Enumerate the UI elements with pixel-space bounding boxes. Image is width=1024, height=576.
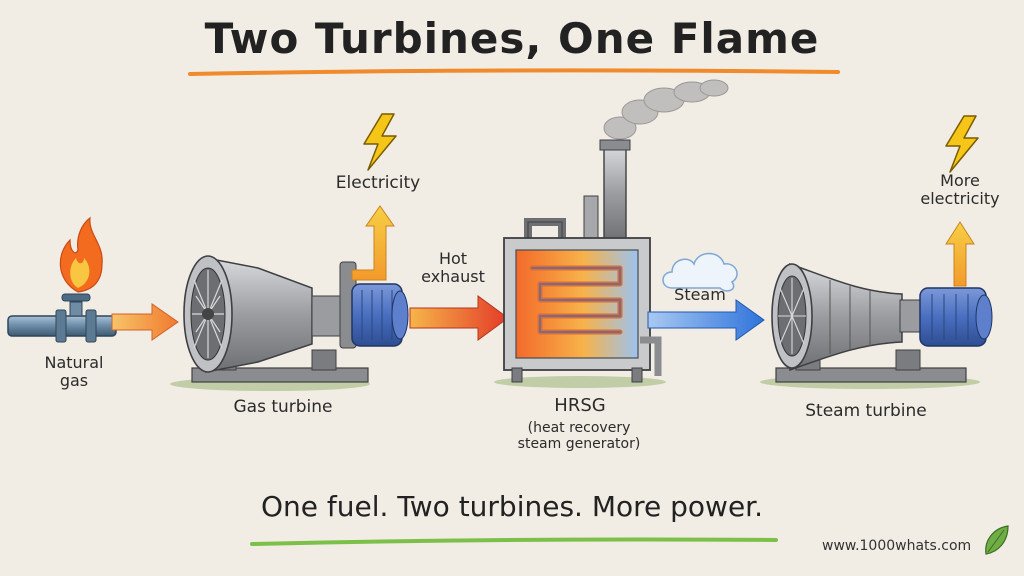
flame-icon: [59, 216, 103, 293]
power-arrow-1: [351, 205, 395, 281]
gas-turbine: [170, 255, 409, 391]
fuel-arrow: [111, 303, 179, 341]
tagline-underline: [250, 537, 778, 546]
hot-exhaust-label: Hot exhaust: [421, 249, 485, 287]
electricity-label: Electricity: [335, 173, 421, 193]
steam-turbine: [760, 262, 993, 389]
exhaust-arrow: [409, 295, 509, 341]
gas-turbine-label: Gas turbine: [233, 397, 333, 417]
lightning-icon: [363, 113, 397, 171]
leaf-icon: [985, 525, 1009, 555]
hrsg-unit: [494, 139, 666, 388]
gas-pipe: [7, 293, 117, 343]
smoke-icon: [603, 79, 729, 140]
tagline: One fuel. Two turbines. More power.: [260, 490, 764, 523]
cloud-icon: [662, 252, 738, 292]
steam-label: Steam: [674, 285, 726, 304]
more-electricity-label: More electricity: [920, 171, 1000, 209]
steam-arrow: [647, 299, 765, 341]
lightning-icon: [945, 115, 979, 173]
hrsg-subtitle: (heat recovery steam generator): [517, 420, 641, 453]
steam-turbine-label: Steam turbine: [805, 401, 927, 421]
power-arrow-2: [945, 221, 975, 287]
title-underline: [188, 68, 840, 76]
natural-gas-label: Natural gas: [44, 353, 104, 391]
website-link[interactable]: www.1000whats.com: [822, 538, 972, 554]
hrsg-label: HRSG: [554, 395, 606, 416]
page-title: Two Turbines, One Flame: [204, 14, 820, 63]
